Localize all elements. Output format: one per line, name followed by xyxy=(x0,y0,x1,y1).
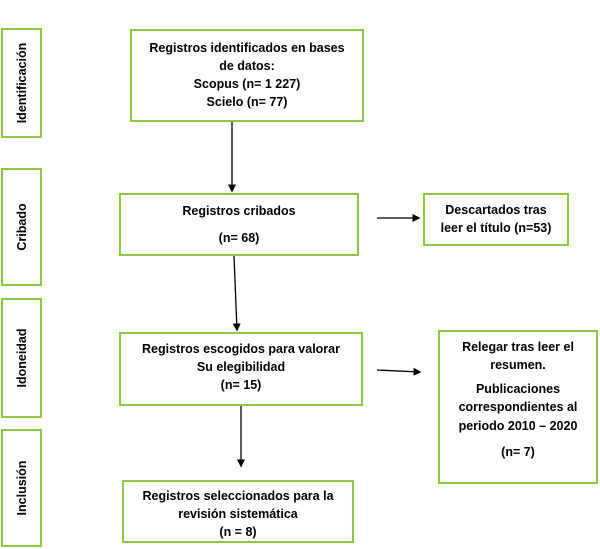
cribados-line-1: Registros cribados xyxy=(182,204,296,218)
box-registros-cribados: Registros cribados (n= 68) xyxy=(119,193,359,256)
seleccionados-line-2: revisión sistemática xyxy=(178,507,298,522)
box-registros-seleccionados: Registros seleccionados para la revisión… xyxy=(122,480,354,543)
stage-inclusion: Inclusión xyxy=(1,429,42,547)
box-relegar: Relegar tras leer el resumen. Publicacio… xyxy=(438,330,598,484)
relegar-line-2: resumen. xyxy=(490,358,546,373)
cribados-line-2: (n= 68) xyxy=(218,231,260,246)
stage-cribado: Cribado xyxy=(1,168,42,286)
arrow-cribados-to-escogidos xyxy=(232,255,241,332)
arrow-escogidos-to-relegar xyxy=(376,367,422,376)
box-registros-identificados: Registros identificados en bases de dato… xyxy=(130,29,364,122)
seleccionados-line-3: (n = 8) xyxy=(219,525,257,540)
relegar-line-3: Publicaciones xyxy=(475,382,561,397)
box-descartados: Descartados tras leer el título (n=53) xyxy=(423,193,569,246)
identificados-line-3: Scopus (n= 1 227) xyxy=(193,77,301,92)
relegar-line-5: periodo 2010 – 2020 xyxy=(458,418,578,433)
seleccionados-line-1: Registros seleccionados para la xyxy=(142,489,334,503)
identificados-line-1: Registros identificados en bases xyxy=(149,41,345,55)
escogidos-line-1: Registros escogidos para valorar xyxy=(142,342,340,356)
escogidos-line-3: (n= 15) xyxy=(220,378,262,393)
identificados-line-2: de datos: xyxy=(219,59,275,74)
relegar-line-4: correspondientes al xyxy=(458,400,578,415)
box-registros-escogidos: Registros escogidos para valorar Su eleg… xyxy=(119,332,363,406)
stage-idoneidad: Idoneidad xyxy=(1,298,42,418)
identificados-line-4: Scielo (n= 77) xyxy=(206,95,288,110)
escogidos-line-2: Su elegibilidad xyxy=(196,360,286,375)
relegar-line-6: (n= 7) xyxy=(501,444,535,459)
descartados-line-2: leer el título (n=53) xyxy=(440,221,552,236)
descartados-line-1: Descartados tras xyxy=(445,203,547,217)
relegar-line-1: Relegar tras leer el xyxy=(462,340,574,354)
stage-identificacion: Identificación xyxy=(1,28,42,138)
